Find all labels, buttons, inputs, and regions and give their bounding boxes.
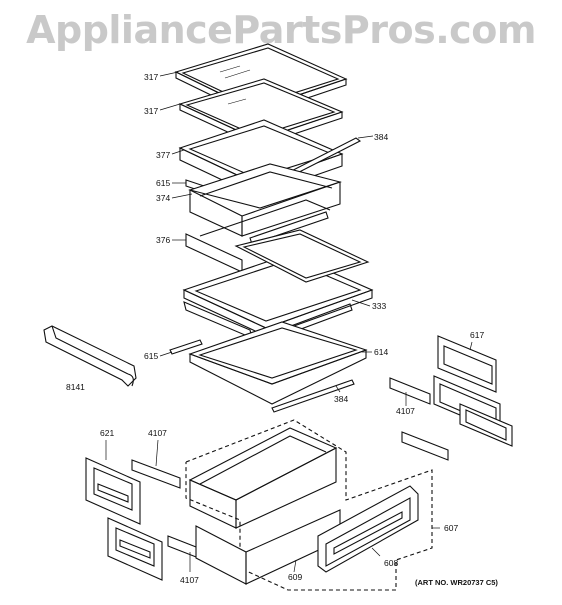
callout-621: 621 <box>100 428 114 438</box>
watermark-logo: AppliancePartsPros.com <box>26 8 536 52</box>
side-panels-617 <box>433 335 513 447</box>
glass-shelf-614 <box>188 321 368 405</box>
callout-4107-left: 4107 <box>148 428 167 438</box>
callout-374: 374 <box>156 193 170 203</box>
callout-615-upper: 615 <box>156 178 170 188</box>
callout-labels: 317 317 384 377 615 374 376 333 615 614 … <box>66 72 484 585</box>
callout-4107-bottom: 4107 <box>180 575 199 585</box>
callout-614: 614 <box>374 347 388 357</box>
callout-609: 609 <box>288 572 302 582</box>
callout-333: 333 <box>372 301 386 311</box>
strips-4107-right <box>389 377 449 461</box>
callout-607: 607 <box>444 523 458 533</box>
callout-384-lower: 384 <box>334 394 348 404</box>
callout-615-lower: 615 <box>144 351 158 361</box>
callout-384-upper: 384 <box>374 132 388 142</box>
callout-8141: 8141 <box>66 382 85 392</box>
pan-374 <box>188 163 342 245</box>
callout-608: 608 <box>384 558 398 568</box>
callout-4107-right: 4107 <box>396 406 415 416</box>
leader-lines <box>105 71 473 573</box>
callout-617: 617 <box>470 330 484 340</box>
callout-317-lower: 317 <box>144 106 158 116</box>
art-number: (ART NO. WR20737 C5) <box>415 578 498 587</box>
drawer-bin-609 <box>185 419 433 591</box>
cover-8141 <box>43 325 137 387</box>
callout-377: 377 <box>156 150 170 160</box>
drawer-front-608 <box>317 485 419 573</box>
rail-384-lower <box>271 379 355 413</box>
callout-317-top: 317 <box>144 72 158 82</box>
callout-376: 376 <box>156 235 170 245</box>
side-panel-621 <box>85 457 163 581</box>
clip-615-lower <box>169 339 203 355</box>
